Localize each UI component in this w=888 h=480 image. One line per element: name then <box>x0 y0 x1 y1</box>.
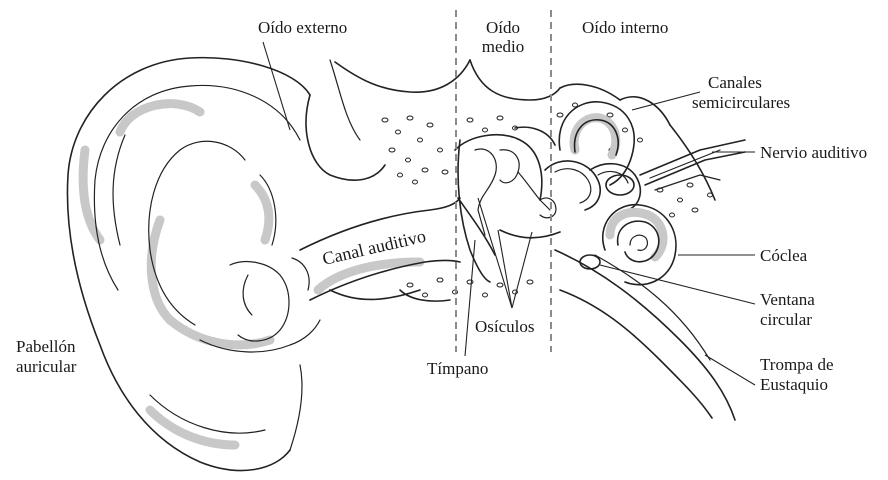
outer-ear-leader <box>263 42 290 130</box>
label-round-window-2: circular <box>760 310 812 329</box>
round-window-leader <box>600 265 755 304</box>
label-eardrum: Tímpano <box>427 359 488 378</box>
label-eustachian-1: Trompa de <box>760 355 834 374</box>
label-semicircular-1: Canales <box>708 73 762 92</box>
label-eustachian-2: Eustaquio <box>760 375 828 394</box>
label-round-window-1: Ventana <box>760 290 815 309</box>
middle-ear-illustration <box>455 127 560 282</box>
label-auricle-1: Pabellón <box>16 337 76 356</box>
semicircular-leader <box>632 92 700 110</box>
label-outer-ear: Oído externo <box>258 18 347 37</box>
labels: Oído externo Oído medio Oído interno Can… <box>16 18 867 394</box>
ear-canal-illustration <box>300 60 620 301</box>
label-auditory-nerve: Nervio auditivo <box>760 143 867 162</box>
label-middle-ear-1: Oído <box>486 18 520 37</box>
ossicles-leader-3 <box>512 232 532 308</box>
auricle-illustration <box>67 58 420 471</box>
inner-ear-illustration <box>545 97 745 420</box>
label-ossicles: Osículos <box>475 317 535 336</box>
label-semicircular-2: semicirculares <box>692 93 790 112</box>
label-middle-ear-2: medio <box>482 37 525 56</box>
bone-texture <box>382 103 713 297</box>
label-auricle-2: auricular <box>16 357 77 376</box>
label-cochlea: Cóclea <box>760 246 808 265</box>
label-inner-ear: Oído interno <box>582 18 668 37</box>
ossicles-leader-1 <box>478 198 512 308</box>
eustachian-leader <box>705 355 755 385</box>
eardrum-leader <box>465 240 475 356</box>
